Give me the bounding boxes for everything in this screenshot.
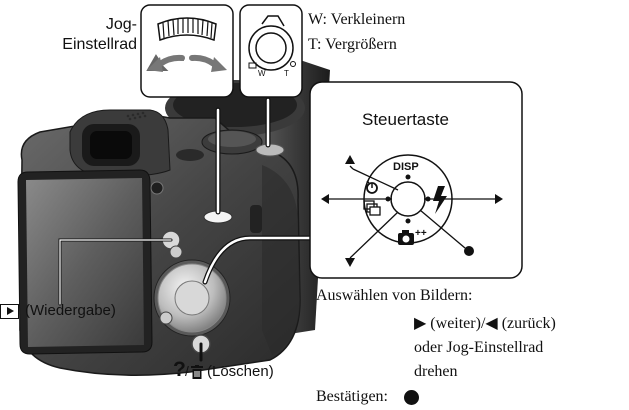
zoom-lever-callout bbox=[239, 4, 303, 98]
delete-label: (Löschen) bbox=[207, 363, 274, 380]
arrow-up bbox=[345, 155, 355, 164]
svg-text:++: ++ bbox=[415, 228, 427, 239]
arrow-right bbox=[495, 194, 503, 204]
control-pad-on-body[interactable] bbox=[153, 259, 231, 337]
zoom-t-mark: T bbox=[284, 69, 289, 78]
jog-dial-label-line1: Jog- bbox=[105, 16, 137, 33]
zoom-t-label: T: Vergrößern bbox=[308, 36, 397, 53]
filled-circle-icon bbox=[464, 246, 474, 256]
disp-label: DISP bbox=[393, 161, 419, 173]
control-panel-title: Steuertaste bbox=[362, 110, 449, 129]
arrow-down bbox=[345, 258, 355, 267]
zoom-w-mark: W bbox=[258, 69, 266, 78]
flash-icon bbox=[433, 186, 447, 214]
confirm-label: Bestätigen: bbox=[316, 388, 388, 405]
jog-dial-label: Jog- Einstellrad bbox=[0, 15, 137, 55]
leader-lines bbox=[58, 97, 319, 362]
playback-label: (Wiedergabe) bbox=[25, 302, 116, 319]
arrow-left bbox=[321, 194, 329, 204]
self-timer-icon bbox=[366, 180, 378, 194]
control-panel: ++ bbox=[309, 81, 523, 279]
burst-icon bbox=[363, 200, 381, 216]
camera-plus-icon: ++ bbox=[398, 228, 427, 245]
confirm-dot-icon bbox=[404, 390, 419, 405]
question-trash-icon: ? / bbox=[173, 358, 203, 383]
zoom-w-label: W: Verkleinern bbox=[308, 11, 406, 28]
select-line2: oder Jog-Einstellrad bbox=[414, 339, 544, 356]
center-button[interactable] bbox=[390, 181, 426, 217]
play-button-icon bbox=[0, 304, 19, 319]
select-line1: ▶ (weiter)/◀ (zurück) bbox=[414, 315, 556, 332]
select-line3: drehen bbox=[414, 363, 458, 380]
jog-dial-callout bbox=[140, 4, 234, 98]
select-title: Auswählen von Bildern: bbox=[316, 287, 473, 304]
viewfinder bbox=[69, 109, 171, 177]
jog-dial-label-line2: Einstellrad bbox=[62, 36, 137, 53]
